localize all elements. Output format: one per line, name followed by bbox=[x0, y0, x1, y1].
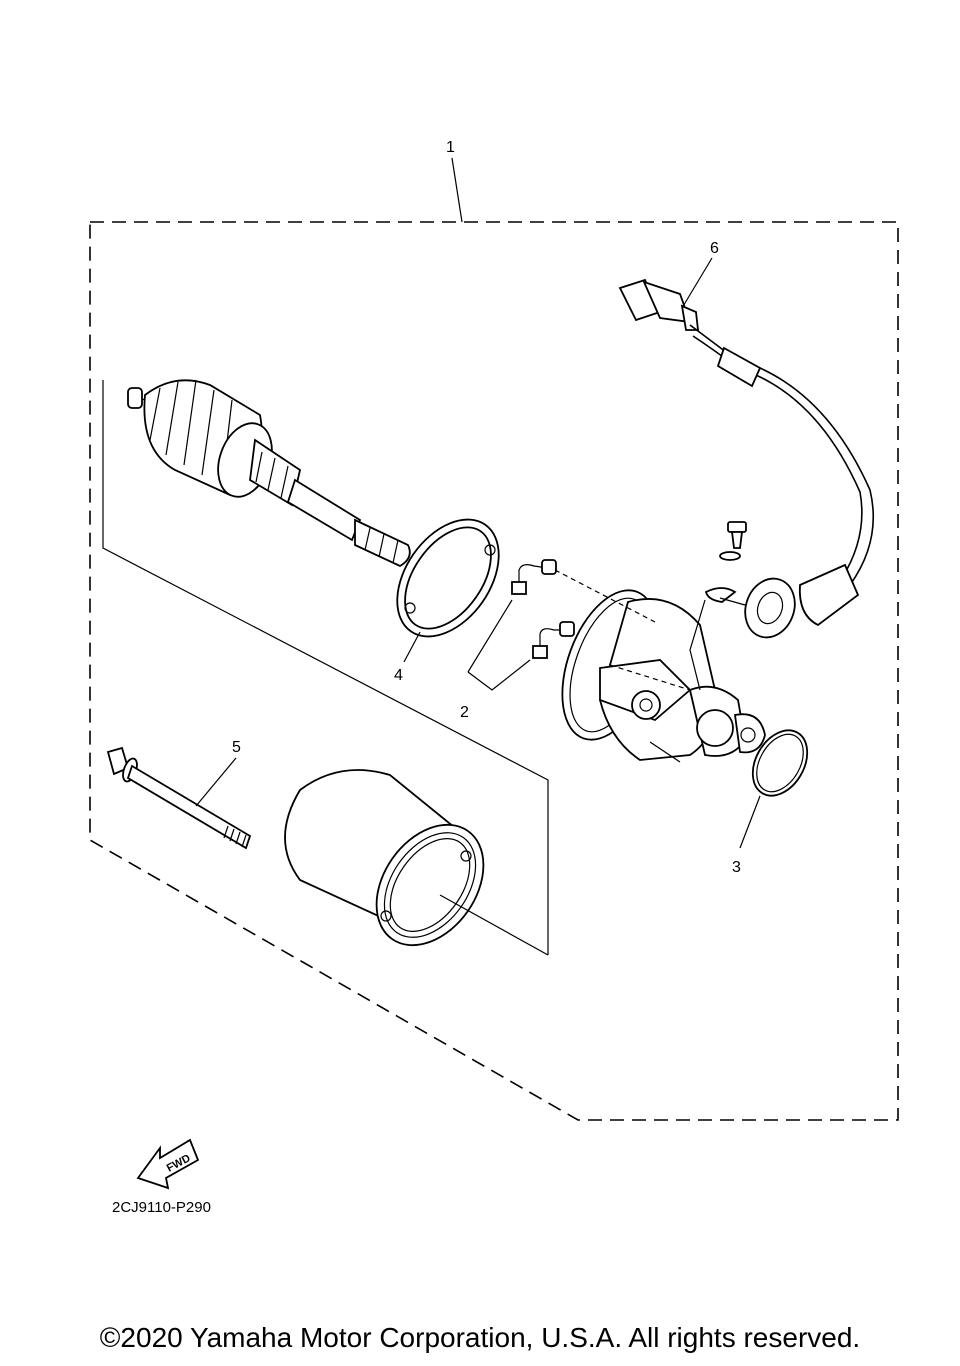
leader-2 bbox=[467, 599, 531, 691]
callout-3: 3 bbox=[732, 859, 741, 876]
assembly-boundary bbox=[89, 221, 899, 1121]
leader-5 bbox=[195, 757, 237, 807]
callout-1: 1 bbox=[446, 139, 455, 156]
motor-yoke bbox=[284, 769, 549, 956]
screw-washer bbox=[689, 521, 747, 691]
leader-4 bbox=[403, 631, 421, 663]
copyright-notice: ©2020 Yamaha Motor Corporation, U.S.A. A… bbox=[99, 1322, 861, 1353]
leader-3 bbox=[739, 795, 761, 849]
through-bolt bbox=[106, 746, 252, 850]
brush-set bbox=[511, 559, 575, 659]
o-ring bbox=[751, 729, 809, 797]
armature bbox=[127, 379, 411, 568]
callout-6: 6 bbox=[710, 240, 719, 257]
callout-5: 5 bbox=[232, 739, 241, 756]
gasket-ring bbox=[396, 518, 500, 638]
callout-4: 4 bbox=[394, 667, 403, 684]
leader-6 bbox=[681, 257, 713, 309]
lead-wire bbox=[618, 278, 875, 639]
leader-1 bbox=[451, 157, 463, 223]
fwd-arrow-icon bbox=[136, 1138, 200, 1190]
drawing-code: 2CJ9110-P290 bbox=[112, 1199, 211, 1216]
callout-2: 2 bbox=[460, 704, 469, 721]
starter-housing bbox=[554, 569, 766, 763]
subassembly-frame bbox=[102, 380, 549, 955]
